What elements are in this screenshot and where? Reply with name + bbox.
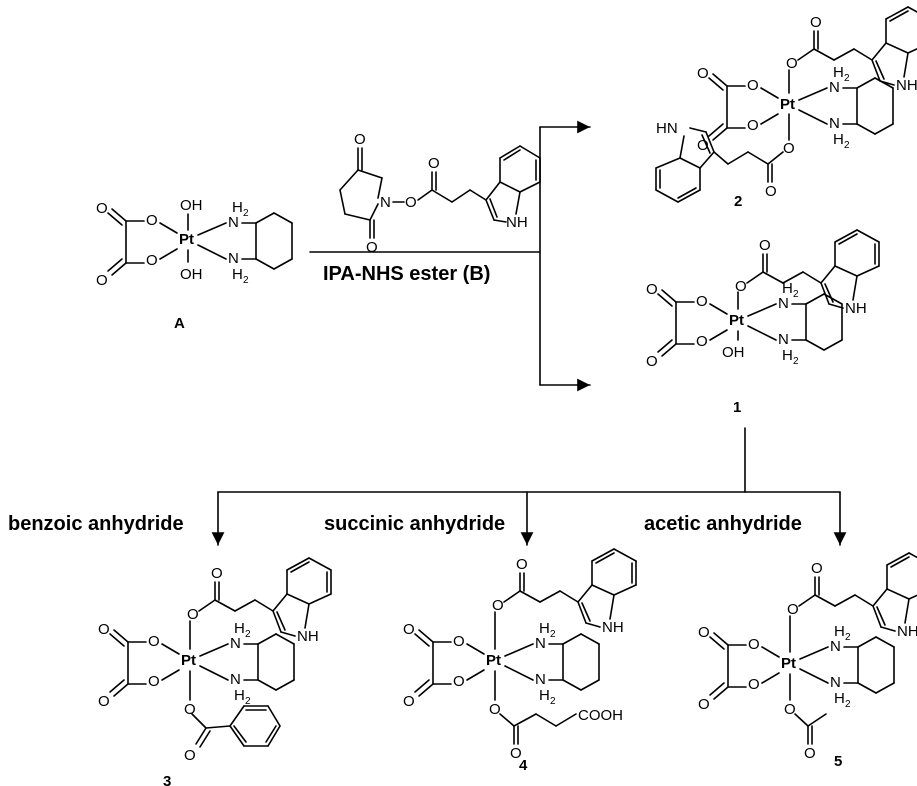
reagent-succinic-anhydride: succinic anhydride bbox=[324, 513, 505, 535]
svg-text:COOH: COOH bbox=[578, 707, 623, 724]
compound-4: O O COOH 4 bbox=[402, 548, 637, 774]
compound-5: O O 5 bbox=[697, 552, 917, 770]
reagent-benzoic-anhydride: benzoic anhydride bbox=[8, 513, 184, 535]
svg-text:O: O bbox=[510, 745, 522, 762]
compound-2-label: 2 bbox=[734, 193, 742, 210]
svg-text:O: O bbox=[783, 140, 795, 157]
svg-text:O: O bbox=[184, 747, 196, 764]
compound-a: OH OH A bbox=[95, 197, 293, 332]
compound-4-label: 4 bbox=[519, 757, 528, 774]
reaction-arrows-bottom bbox=[211, 427, 847, 546]
svg-text:O: O bbox=[784, 701, 796, 718]
compound-5-label: 5 bbox=[834, 753, 842, 770]
svg-text:O: O bbox=[489, 701, 501, 718]
svg-text:OH: OH bbox=[180, 197, 203, 214]
compound-a-label: A bbox=[174, 315, 185, 332]
svg-text:N: N bbox=[380, 194, 391, 211]
svg-text:OH: OH bbox=[180, 266, 203, 283]
compound-1-label: 1 bbox=[733, 399, 741, 416]
svg-text:O: O bbox=[804, 745, 816, 762]
svg-text:OH: OH bbox=[722, 344, 745, 361]
svg-text:O: O bbox=[366, 239, 378, 256]
reagent-b-label: IPA-NHS ester (B) bbox=[323, 263, 490, 285]
svg-text:O: O bbox=[354, 131, 366, 148]
svg-text:HN: HN bbox=[656, 120, 678, 137]
reagent-acetic-anhydride: acetic anhydride bbox=[644, 513, 802, 535]
svg-text:NH: NH bbox=[506, 214, 528, 231]
reaction-arrows-top bbox=[309, 120, 591, 392]
svg-text:O: O bbox=[765, 183, 777, 200]
compound-2: O O HN 2 bbox=[655, 6, 917, 210]
compound-3-label: 3 bbox=[163, 773, 171, 786]
svg-text:O: O bbox=[405, 194, 417, 211]
reagent-b-structure: O O N O O NH bbox=[339, 131, 541, 256]
compound-1: OH 1 bbox=[645, 229, 880, 416]
svg-text:O: O bbox=[428, 155, 440, 172]
svg-text:O: O bbox=[184, 701, 196, 718]
compound-3: O O 3 bbox=[97, 557, 332, 786]
